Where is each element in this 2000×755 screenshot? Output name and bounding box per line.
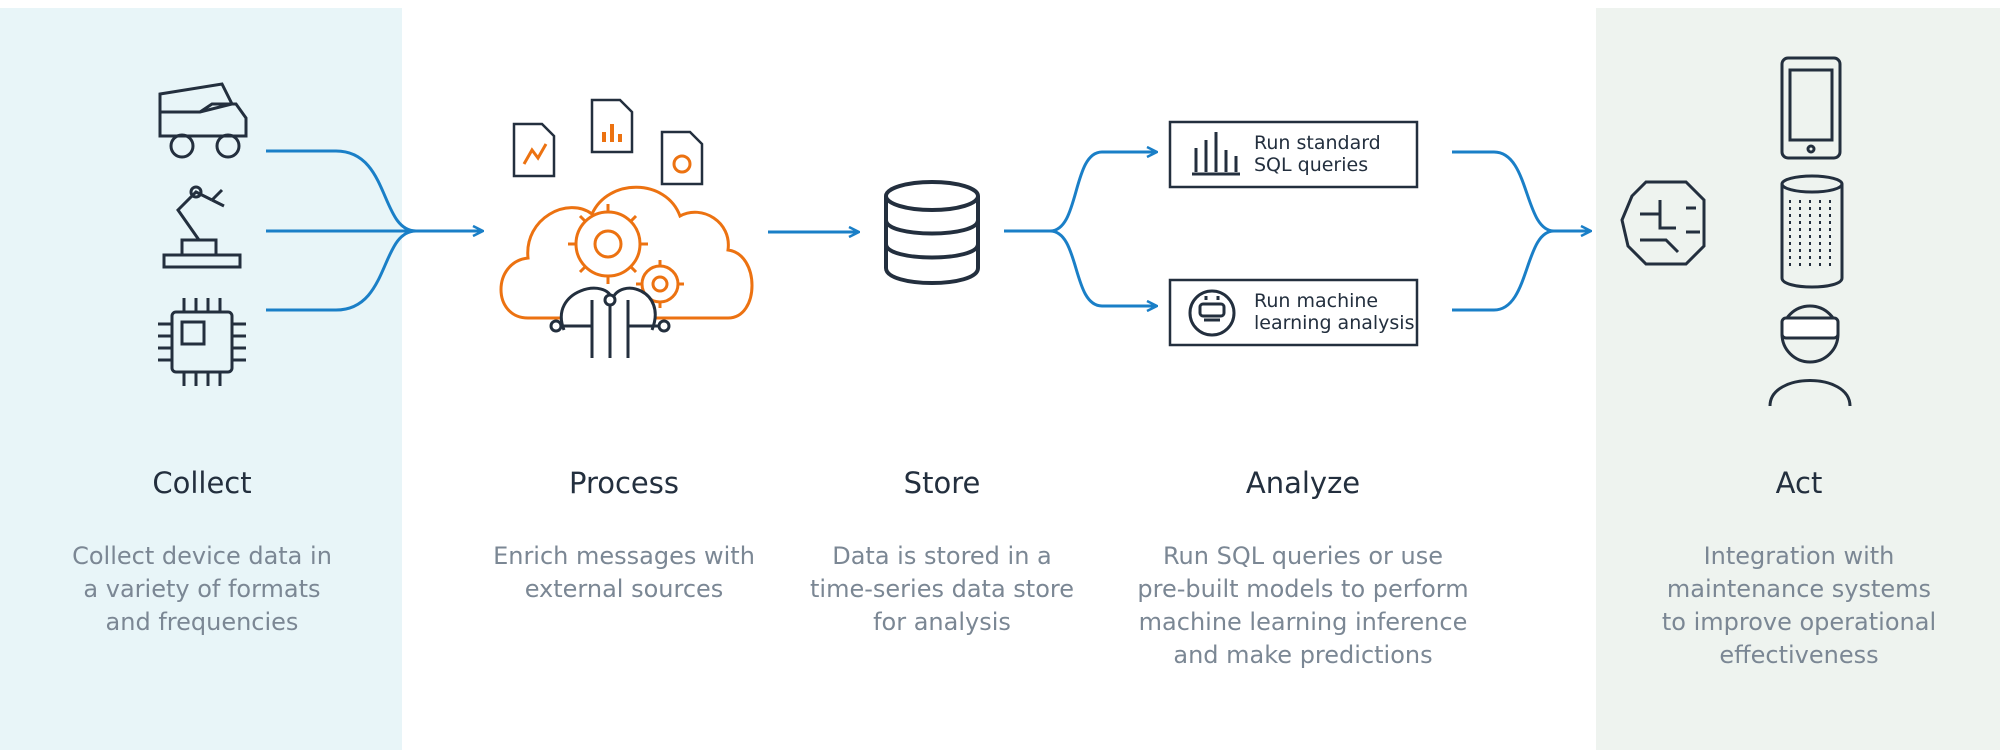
collect-to-process-arrows bbox=[266, 149, 482, 312]
circuit-tree-icon bbox=[549, 286, 671, 358]
database-icon bbox=[884, 180, 980, 285]
stage-description-collect: Collect device data in a variety of form… bbox=[72, 542, 332, 636]
cloud-gears-icon bbox=[499, 185, 754, 320]
analyze-to-act-arrows bbox=[1452, 150, 1590, 312]
collect-panel bbox=[0, 8, 402, 750]
stage-description-act: Integration with maintenance systems to … bbox=[1661, 542, 1937, 669]
act-panel bbox=[1596, 8, 2000, 750]
sql-queries-box bbox=[1168, 120, 1419, 189]
stage-title-collect: Collect bbox=[152, 466, 252, 500]
brain-icon bbox=[1620, 180, 1706, 266]
stage-title-store: Store bbox=[903, 466, 981, 500]
dump-truck-icon bbox=[158, 82, 248, 159]
vr-user-icon bbox=[1768, 304, 1852, 407]
stage-description-process: Enrich messages with external sources bbox=[493, 542, 755, 603]
ml-analysis-label: Run machine learning analysis bbox=[1254, 290, 1415, 334]
stage-description-analyze: Run SQL queries or use pre-built models … bbox=[1137, 542, 1469, 669]
smart-speaker-icon bbox=[1780, 174, 1844, 289]
microchip-icon bbox=[158, 298, 246, 386]
bar-chart-icon bbox=[1192, 132, 1240, 176]
smartphone-icon bbox=[1780, 56, 1842, 160]
robot-face-icon bbox=[1188, 289, 1236, 337]
stage-title-act: Act bbox=[1775, 466, 1823, 500]
store-to-analyze-arrows bbox=[1004, 152, 1156, 306]
stage-title-analyze: Analyze bbox=[1245, 466, 1361, 500]
sql-queries-label: Run standard SQL queries bbox=[1254, 132, 1381, 176]
document-chart-icon bbox=[512, 98, 704, 186]
stage-description-store: Data is stored in a time-series data sto… bbox=[810, 542, 1074, 636]
robot-arm-icon bbox=[162, 185, 242, 269]
stage-title-process: Process bbox=[568, 466, 679, 500]
